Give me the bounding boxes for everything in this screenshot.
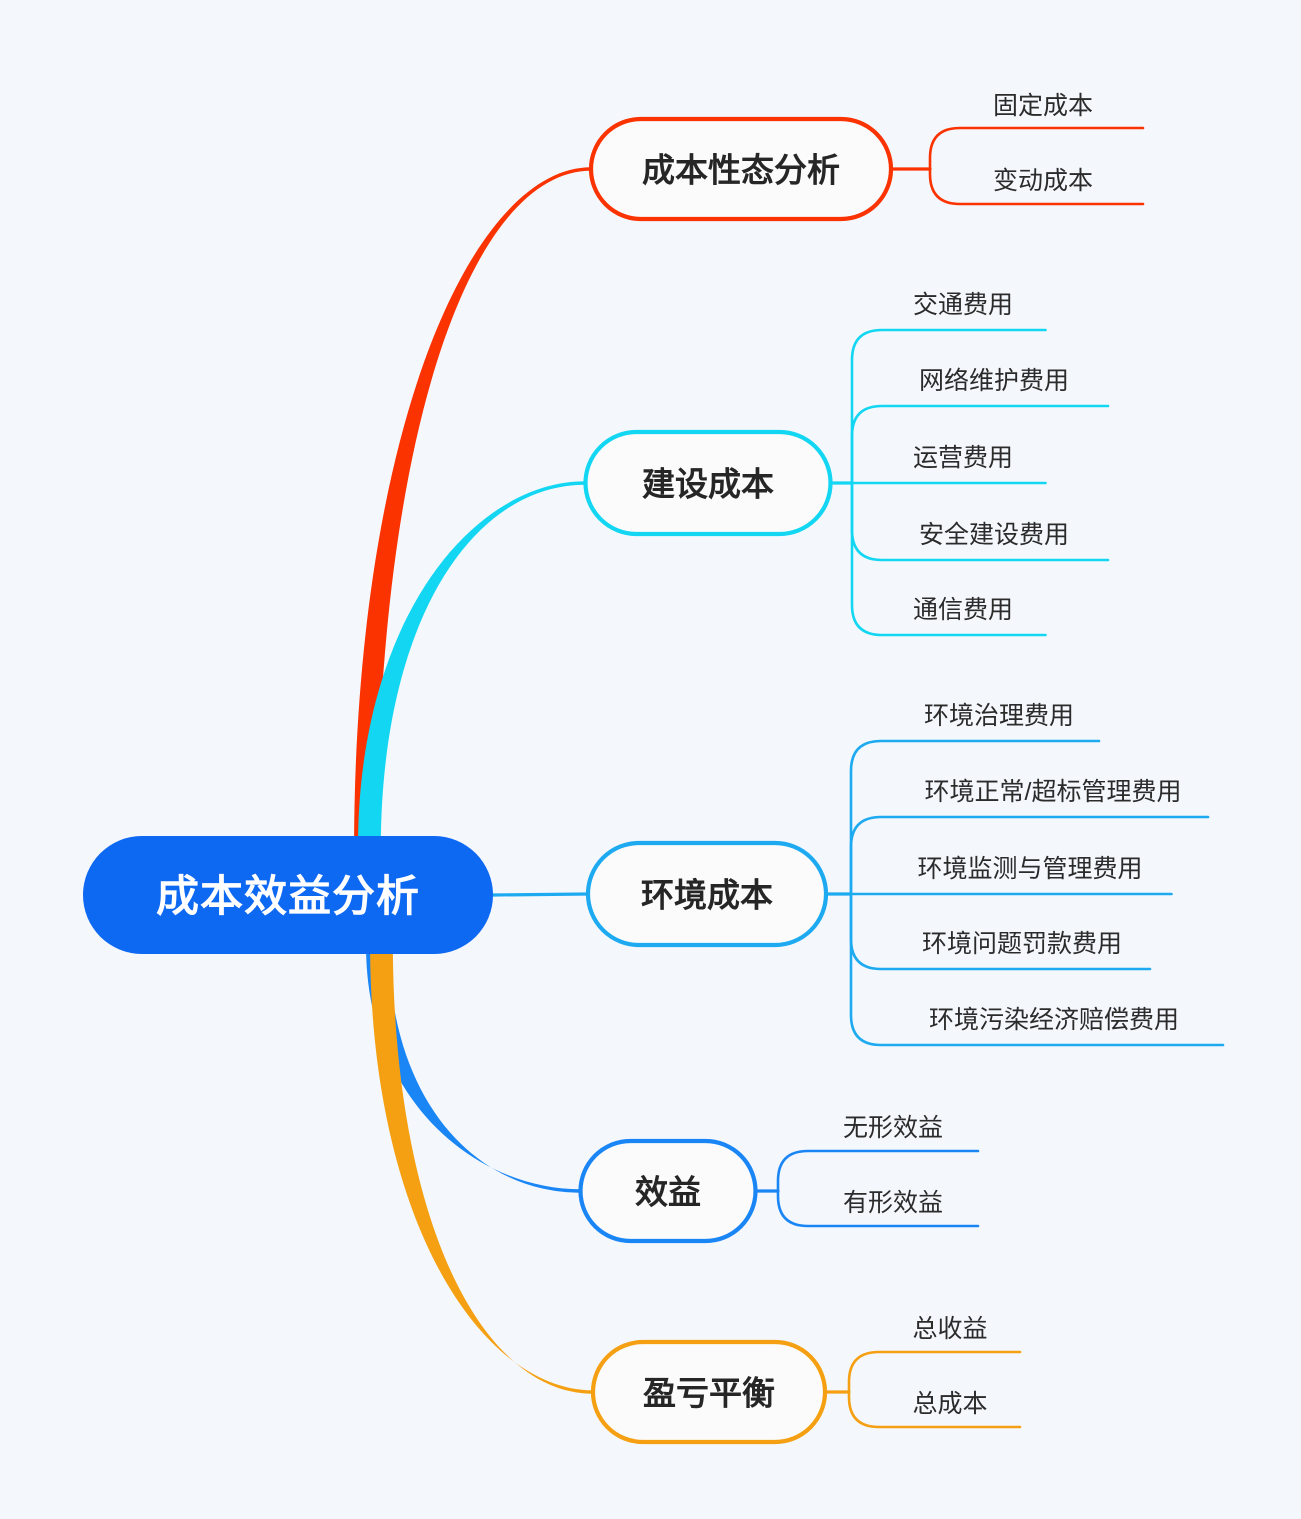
branch-node[interactable]: 环境成本 <box>585 840 829 948</box>
leaf-node-label[interactable]: 网络维护费用 <box>919 367 1069 395</box>
branch-node-label: 成本性态分析 <box>642 152 840 189</box>
leaf-node-label[interactable]: 固定成本 <box>993 92 1093 120</box>
branch-node-shape <box>583 429 833 537</box>
leaf-node-label[interactable]: 无形效益 <box>843 1114 943 1142</box>
root-to-branch-connector <box>354 167 591 843</box>
root-to-branch-connector <box>370 948 593 1394</box>
leaf-node-label[interactable]: 变动成本 <box>993 167 1093 195</box>
leaf-node-label[interactable]: 总成本 <box>912 1390 987 1418</box>
branch-node[interactable]: 成本性态分析 <box>588 116 894 222</box>
leaf-connector <box>849 815 1210 896</box>
branch-node-shape <box>590 1339 828 1445</box>
leaf-connector <box>847 1350 1022 1394</box>
leaf-node-label[interactable]: 通信费用 <box>913 596 1013 624</box>
leaf-connector <box>776 1189 980 1228</box>
branch-node-shape <box>585 840 829 948</box>
root-to-branch-connector <box>358 481 586 842</box>
leaf-node-label[interactable]: 运营费用 <box>913 444 1013 472</box>
root-node-label: 成本效益分析 <box>156 873 420 921</box>
leaf-node-label[interactable]: 有形效益 <box>843 1189 943 1217</box>
branch-node-label: 建设成本 <box>642 466 774 503</box>
leaf-connector <box>776 1149 980 1193</box>
branch-node[interactable]: 盈亏平衡 <box>590 1339 828 1445</box>
leaf-node-label[interactable]: 环境治理费用 <box>924 702 1074 730</box>
branch-node[interactable]: 建设成本 <box>583 429 833 537</box>
leaf-connector <box>850 328 1047 485</box>
branch-node-label: 盈亏平衡 <box>643 1375 775 1412</box>
root-node-shape <box>83 836 493 954</box>
leaf-node-label[interactable]: 环境正常/超标管理费用 <box>925 778 1182 806</box>
leaf-node-label[interactable]: 环境问题罚款费用 <box>922 930 1122 958</box>
leaf-node-label[interactable]: 安全建设费用 <box>919 521 1069 549</box>
root-to-branch-connector <box>491 892 590 897</box>
leaf-connector <box>850 404 1110 485</box>
leaf-node-label[interactable]: 环境监测与管理费用 <box>917 855 1142 883</box>
leaf-connector <box>849 739 1101 896</box>
branch-node[interactable]: 效益 <box>578 1138 758 1244</box>
root-branch-connectors <box>354 167 593 1394</box>
branch-node-label: 效益 <box>635 1174 701 1211</box>
leaf-connector <box>928 126 1145 171</box>
branch-node-shape <box>578 1138 758 1244</box>
leaf-connectors <box>753 126 1225 1429</box>
leaf-node-label[interactable]: 环境污染经济赔偿费用 <box>929 1006 1179 1034</box>
leaf-connector <box>850 481 1047 637</box>
leaf-connector <box>928 167 1145 206</box>
leaf-node-label[interactable]: 总收益 <box>912 1315 987 1343</box>
root-node: 成本效益分析 <box>83 836 493 954</box>
branch-node-label: 环境成本 <box>641 877 773 914</box>
branch-node-shape <box>588 116 894 222</box>
root-node[interactable]: 成本效益分析 <box>83 836 493 954</box>
leaf-connector <box>847 1390 1022 1429</box>
leaf-connector <box>849 892 1225 1047</box>
leaf-node-label[interactable]: 交通费用 <box>913 291 1013 319</box>
leaf-nodes: 固定成本变动成本交通费用网络维护费用运营费用安全建设费用通信费用环境治理费用环境… <box>843 92 1181 1418</box>
